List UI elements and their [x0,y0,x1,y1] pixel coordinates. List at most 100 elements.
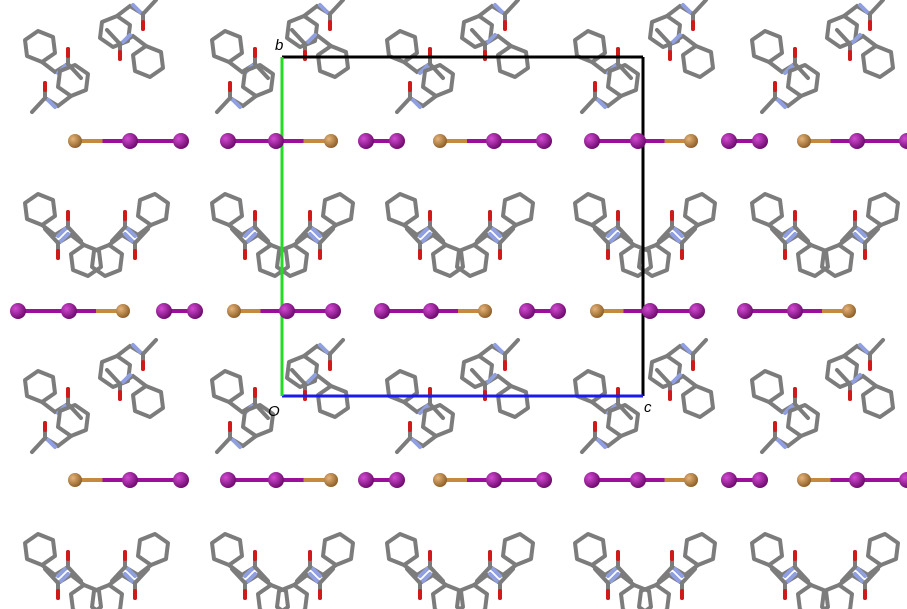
acetanilide-molecule [573,29,633,80]
iodine-atom [61,303,77,319]
acetanilide-molecule [580,403,640,454]
acetanilide-molecule [23,369,83,420]
iodine-atom [10,303,26,319]
acetanilide-molecule [395,403,455,454]
acetanilide-molecule [820,227,880,278]
halogen-chain [10,303,130,319]
iodine-atom [536,472,552,488]
halogen-chain [156,303,203,319]
iodine-atom [486,472,502,488]
iodine-atom [279,303,295,319]
halogen-chain [374,303,492,319]
halogen-chain [721,133,768,149]
iodine-atom [122,133,138,149]
iodine-atom [389,133,405,149]
halogen-chain [584,472,698,488]
iodine-atom [899,472,907,488]
acetanilide-molecule [835,368,895,419]
iodine-atom [689,303,705,319]
acetanilide-molecule [655,28,715,79]
iodine-atom [325,303,341,319]
iodine-atom [737,303,753,319]
iodine-atom [358,472,374,488]
acetanilide-molecule [30,63,90,114]
bromine-atom [68,473,82,487]
bromine-atom [433,473,447,487]
bromine-atom [478,304,492,318]
acetanilide-molecules [23,0,900,609]
acetanilide-molecule [655,368,715,419]
halogen-chain [797,472,907,488]
iodine-atom [584,133,600,149]
iodine-atom [849,472,865,488]
bromine-atom [590,304,604,318]
halogen-chain [358,472,405,488]
acetanilide-molecule [395,63,455,114]
iodine-atom [752,133,768,149]
acetanilide-molecule [835,28,895,79]
iodine-atom [486,133,502,149]
bromine-atom [227,304,241,318]
iodine-atom [536,133,552,149]
acetanilide-molecule [750,29,810,80]
acetanilide-molecule [580,63,640,114]
iodine-atom [630,472,646,488]
iodine-atom [752,472,768,488]
halogen-chain [68,133,189,149]
iodine-atom [220,133,236,149]
iodine-atom [389,472,405,488]
halogen-chain [797,133,907,149]
halogen-chain [737,303,856,319]
bromine-atom [324,473,338,487]
acetanilide-molecule [105,368,165,419]
iodine-atom [268,133,284,149]
acetanilide-molecule [23,29,83,80]
iodine-atom [787,303,803,319]
acetanilide-molecule [770,227,830,278]
acetanilide-molecule [30,403,90,454]
bromine-atom [324,134,338,148]
iodine-atom [156,303,172,319]
halogen-chain [358,133,405,149]
axis-c-label: c [644,399,652,416]
iodine-atom [630,133,646,149]
iodine-atom [642,303,658,319]
iodine-atom [519,303,535,319]
halogen-chain [433,472,552,488]
bromine-atom [116,304,130,318]
bromine-atom [684,473,698,487]
iodine-atom [550,303,566,319]
acetanilide-molecule [750,369,810,420]
halogen-chain [519,303,566,319]
iodine-atom [721,472,737,488]
halogen-chain [590,303,705,319]
halogen-chain [227,303,341,319]
axis-b-label: b [275,37,283,54]
halogen-chain [584,133,698,149]
iodine-atom [358,133,374,149]
iodine-atom [721,133,737,149]
iodine-atom [268,472,284,488]
acetanilide-molecule [385,29,445,80]
iodine-atom [220,472,236,488]
acetanilide-molecule [470,28,530,79]
bromine-atom [68,134,82,148]
bromine-atom [797,134,811,148]
acetanilide-molecule [290,368,350,419]
iodine-atom [584,472,600,488]
iodine-atom [849,133,865,149]
bromine-atom [433,134,447,148]
acetanilide-molecule [760,63,820,114]
acetanilide-molecule [455,227,515,278]
acetanilide-molecule [470,368,530,419]
bromine-atom [684,134,698,148]
halogen-chain [220,133,338,149]
acetanilide-molecule [210,29,270,80]
origin-label: O [268,403,280,420]
halogen-chain [433,133,552,149]
iodine-atom [173,133,189,149]
acetanilide-molecule [760,403,820,454]
iodine-atom [173,472,189,488]
bromine-atom [842,304,856,318]
bromine-atom [797,473,811,487]
